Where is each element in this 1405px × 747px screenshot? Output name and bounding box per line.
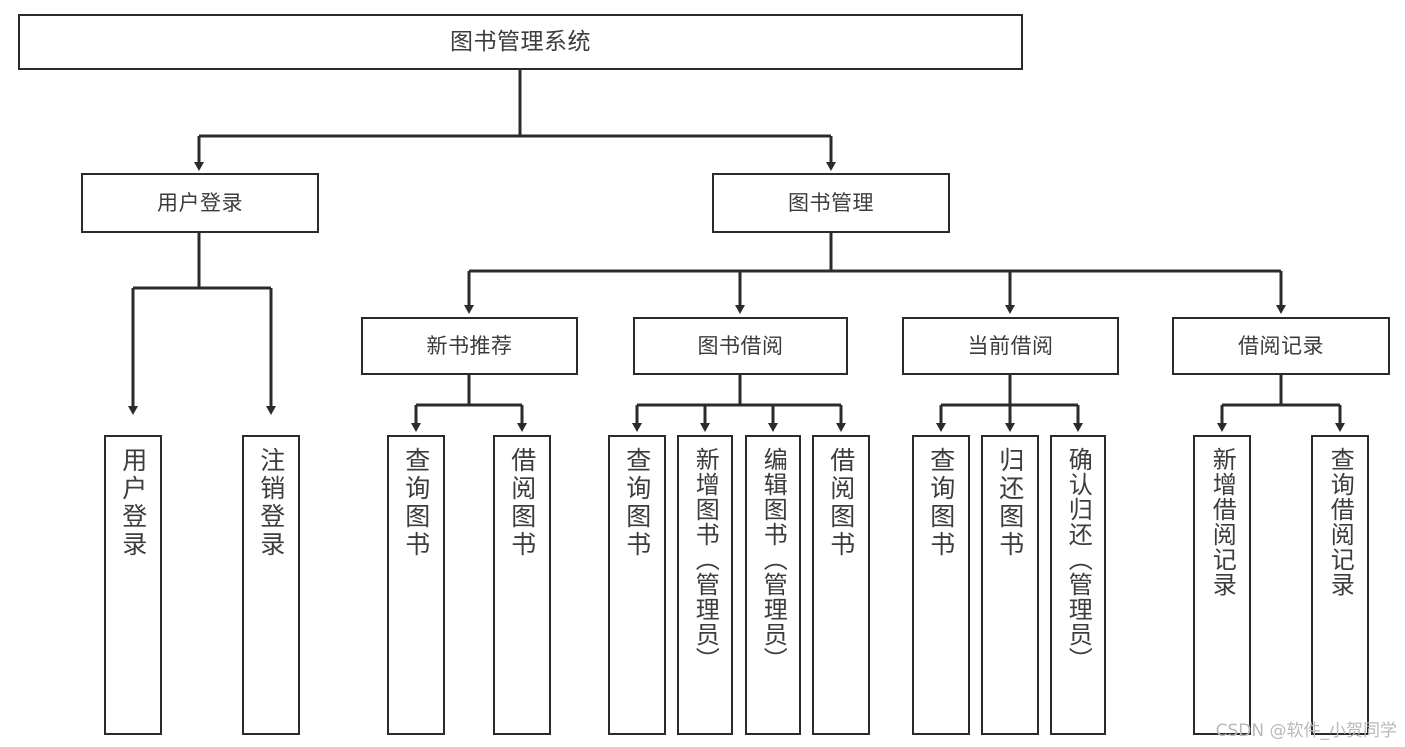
leaf-return-book[interactable]: 归还图书 [981,435,1039,735]
leaf-edit-book-admin[interactable]: 编辑图书（管理员） [745,435,801,735]
node-label: 查询图书 [926,447,956,559]
node-label: 注销登录 [256,447,286,559]
node-book-borrow[interactable]: 图书借阅 [633,317,848,375]
node-label: 查询借阅记录 [1326,447,1355,597]
node-label: 图书管理 [788,190,874,215]
node-label: 新书推荐 [426,333,513,358]
node-root-system[interactable]: 图书管理系统 [18,14,1023,70]
node-label: 确认归还（管理员） [1064,447,1093,672]
node-label: 新增借阅记录 [1208,447,1237,597]
node-label: 用户登录 [157,190,243,215]
leaf-query-book-recommend[interactable]: 查询图书 [387,435,445,735]
leaf-add-book-admin[interactable]: 新增图书（管理员） [677,435,733,735]
csdn-watermark: CSDN @软件_小贺同学 [1215,721,1397,741]
node-new-book-recommend[interactable]: 新书推荐 [361,317,578,375]
node-book-management[interactable]: 图书管理 [712,173,950,233]
node-label: 归还图书 [995,447,1025,559]
leaf-borrow-book-recommend[interactable]: 借阅图书 [493,435,551,735]
node-label: 图书管理系统 [450,28,591,55]
node-label: 查询图书 [401,447,431,559]
node-label: 查询图书 [622,447,652,559]
leaf-confirm-return-admin[interactable]: 确认归还（管理员） [1050,435,1106,735]
node-label: 新增图书（管理员） [691,447,720,672]
node-label: 编辑图书（管理员） [759,447,788,672]
leaf-query-book-borrow[interactable]: 查询图书 [608,435,666,735]
node-label: 借阅图书 [826,447,856,559]
node-label: 借阅图书 [507,447,537,559]
node-label: 借阅记录 [1238,333,1324,358]
leaf-add-borrow-record[interactable]: 新增借阅记录 [1193,435,1251,735]
leaf-query-borrow-record[interactable]: 查询借阅记录 [1311,435,1369,735]
leaf-query-book-current[interactable]: 查询图书 [912,435,970,735]
node-current-borrow[interactable]: 当前借阅 [902,317,1119,375]
leaf-logout[interactable]: 注销登录 [242,435,300,735]
node-borrow-records[interactable]: 借阅记录 [1172,317,1390,375]
leaf-borrow-book[interactable]: 借阅图书 [812,435,870,735]
node-label: 图书借阅 [697,333,784,358]
leaf-user-login[interactable]: 用户登录 [104,435,162,735]
node-label: 当前借阅 [967,333,1054,358]
node-label: 用户登录 [118,447,148,559]
node-user-login[interactable]: 用户登录 [81,173,319,233]
